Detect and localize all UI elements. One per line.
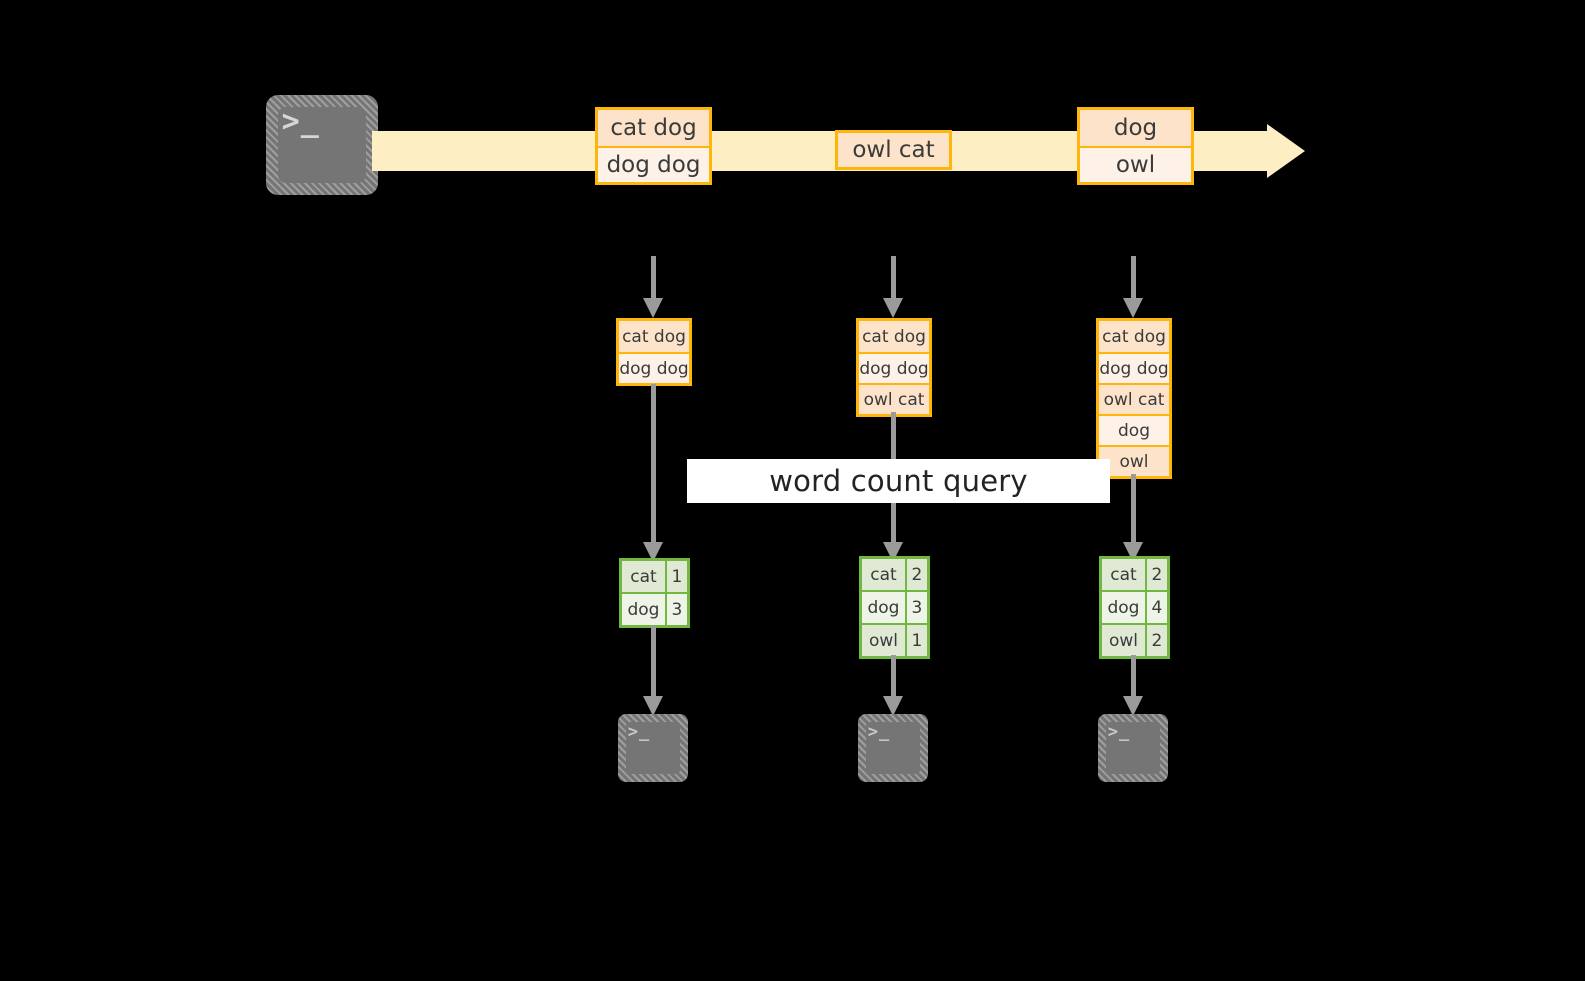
snapshot-line: owl cat [1099, 383, 1169, 414]
result-table-1[interactable]: cat 1 dog 3 [619, 558, 690, 628]
result-word: cat [870, 564, 897, 585]
table-row: owl 2 [1102, 623, 1167, 656]
event-stream-arrowhead [1267, 124, 1305, 178]
snapshot-line: cat dog [619, 321, 689, 352]
stream-message-line: dog dog [598, 146, 709, 182]
arrow-head [643, 696, 663, 716]
arrow-head [883, 696, 903, 716]
table-row: dog 4 [1102, 590, 1167, 623]
arrow-head [883, 298, 903, 318]
producer-terminal-icon: >_ [266, 95, 378, 195]
snapshot-line: cat dog [1099, 321, 1169, 352]
table-row: cat 2 [1102, 559, 1167, 590]
stream-message-1[interactable]: cat dog dog dog [595, 107, 712, 185]
stream-message-line: owl cat [838, 133, 949, 167]
snapshot-line: owl [1099, 445, 1169, 476]
arrow-head [643, 298, 663, 318]
arrow-line [1131, 256, 1136, 298]
arrow-line [891, 655, 896, 696]
result-count: 2 [1144, 559, 1167, 590]
stream-message-2[interactable]: owl cat [835, 130, 952, 170]
snapshot-line: dog [1099, 414, 1169, 445]
arrow-head [1123, 298, 1143, 318]
result-table-3[interactable]: cat 2 dog 4 owl 2 [1099, 556, 1170, 659]
consumer-terminal-icon-1: >_ [618, 714, 688, 782]
snapshot-log-3[interactable]: cat dog dog dog owl cat dog owl [1096, 318, 1172, 479]
arrow-line [651, 256, 656, 298]
result-count: 1 [904, 625, 927, 656]
snapshot-log-2[interactable]: cat dog dog dog owl cat [856, 318, 932, 417]
arrow-line [651, 626, 656, 696]
terminal-prompt-glyph: >_ [867, 721, 891, 742]
snapshot-log-1[interactable]: cat dog dog dog [616, 318, 692, 386]
arrow-head [1123, 696, 1143, 716]
result-word: owl [1108, 630, 1138, 651]
arrow-line [651, 384, 656, 542]
query-label-band: word count query [687, 459, 1110, 503]
stream-message-line: owl [1080, 146, 1191, 182]
result-word: cat [1110, 564, 1137, 585]
result-count: 2 [1144, 625, 1167, 656]
snapshot-line: dog dog [859, 352, 929, 383]
stream-message-line: cat dog [598, 110, 709, 146]
consumer-terminal-icon-3: >_ [1098, 714, 1168, 782]
arrow-head [643, 542, 663, 562]
arrow-line [891, 256, 896, 298]
result-count: 3 [664, 594, 687, 625]
snapshot-line: dog dog [1099, 352, 1169, 383]
terminal-prompt-glyph: >_ [1107, 721, 1131, 742]
consumer-terminal-icon-2: >_ [858, 714, 928, 782]
snapshot-line: dog dog [619, 352, 689, 383]
query-label: word count query [769, 464, 1028, 498]
snapshot-line: cat dog [859, 321, 929, 352]
table-row: cat 2 [862, 559, 927, 590]
arrow-line [1131, 655, 1136, 696]
table-row: dog 3 [862, 590, 927, 623]
terminal-screen [866, 722, 920, 774]
result-word: dog [627, 599, 660, 620]
terminal-prompt-glyph: >_ [627, 721, 651, 742]
result-table-2[interactable]: cat 2 dog 3 owl 1 [859, 556, 930, 659]
terminal-screen [278, 107, 366, 183]
result-word: owl [868, 630, 898, 651]
snapshot-line: owl cat [859, 383, 929, 414]
table-row: cat 1 [622, 561, 687, 592]
result-word: dog [867, 597, 900, 618]
terminal-screen [626, 722, 680, 774]
result-word: cat [630, 566, 657, 587]
result-word: dog [1107, 597, 1140, 618]
table-row: owl 1 [862, 623, 927, 656]
terminal-screen [1106, 722, 1160, 774]
arrow-line [1131, 474, 1136, 542]
stream-message-3[interactable]: dog owl [1077, 107, 1194, 185]
stream-message-line: dog [1080, 110, 1191, 146]
terminal-prompt-glyph: >_ [281, 104, 320, 139]
result-count: 4 [1144, 592, 1167, 623]
table-row: dog 3 [622, 592, 687, 625]
result-count: 1 [664, 561, 687, 592]
result-count: 3 [904, 592, 927, 623]
result-count: 2 [904, 559, 927, 590]
